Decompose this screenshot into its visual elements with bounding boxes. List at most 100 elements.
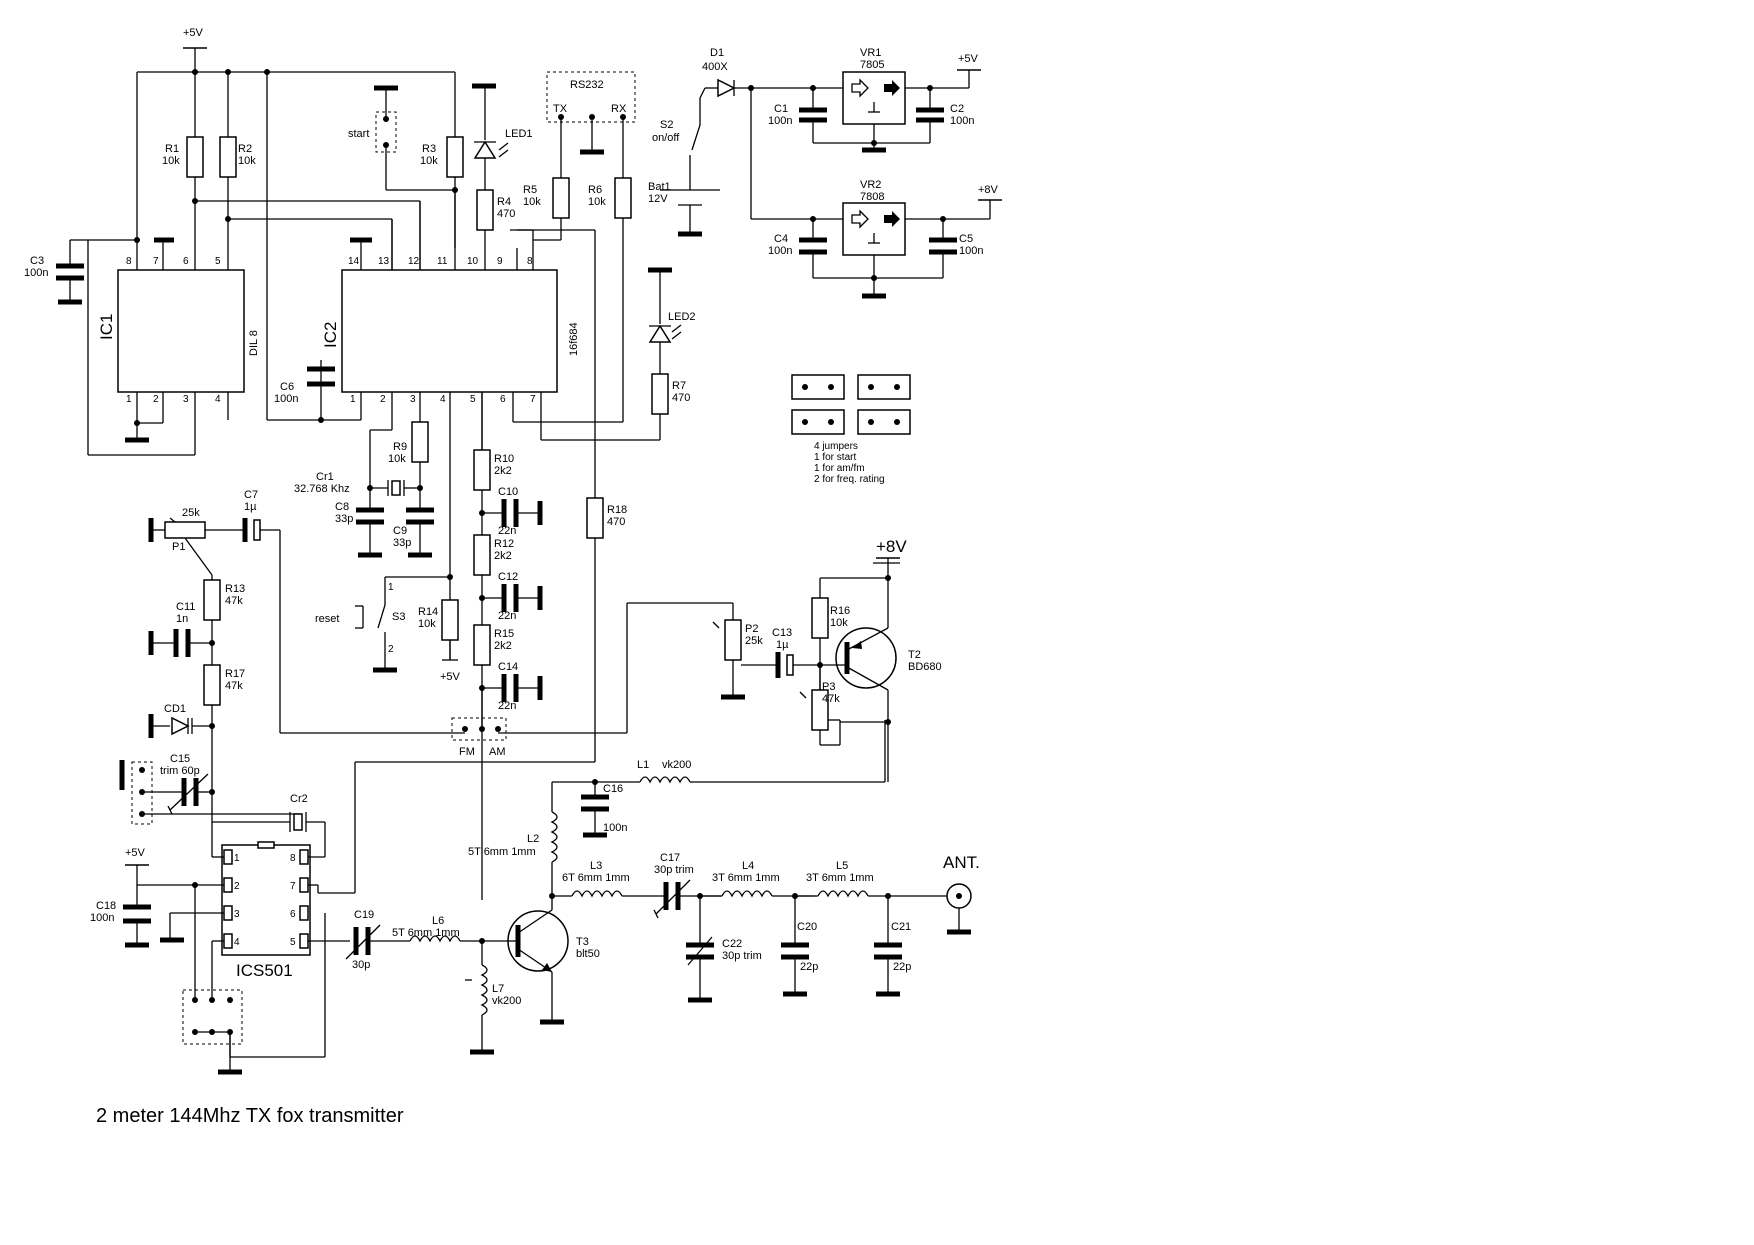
svg-text:C3: C3 bbox=[30, 255, 44, 267]
svg-text:TX: TX bbox=[553, 103, 568, 115]
inductor-l3: L3 6T 6mm 1mm bbox=[552, 860, 664, 898]
svg-text:C17: C17 bbox=[660, 852, 680, 864]
svg-text:R13: R13 bbox=[225, 583, 245, 595]
resistor-r9: R9 10k bbox=[388, 421, 429, 488]
svg-text:R6: R6 bbox=[588, 184, 602, 196]
capacitor-c3: C3 100n bbox=[24, 239, 137, 305]
potentiometer-p3[interactable]: P3 47k bbox=[799, 665, 841, 746]
svg-text:100n: 100n bbox=[90, 912, 114, 924]
svg-text:5: 5 bbox=[290, 937, 296, 948]
svg-text:25k: 25k bbox=[182, 507, 200, 519]
resistor-r13: R13 47k bbox=[203, 575, 245, 665]
reset-switch-s3[interactable]: 1 2 S3 reset bbox=[315, 574, 453, 673]
svg-text:R12: R12 bbox=[494, 538, 514, 550]
svg-text:FM: FM bbox=[459, 746, 475, 758]
svg-text:47k: 47k bbox=[822, 693, 840, 705]
regulator-vr1: VR1 7805 +5V bbox=[813, 47, 981, 153]
svg-text:BD680: BD680 bbox=[908, 661, 942, 673]
svg-text:7: 7 bbox=[290, 881, 296, 892]
start-jumper[interactable]: start bbox=[348, 85, 458, 193]
svg-text:blt50: blt50 bbox=[576, 948, 600, 960]
svg-text:CD1: CD1 bbox=[164, 703, 186, 715]
svg-text:32.768 Khz: 32.768 Khz bbox=[294, 483, 350, 495]
svg-text:8: 8 bbox=[290, 853, 296, 864]
antenna-connector: ANT. bbox=[943, 853, 980, 935]
trimmer-c17[interactable]: C17 30p trim bbox=[653, 852, 722, 919]
svg-text:D1: D1 bbox=[710, 47, 724, 59]
svg-text:33p: 33p bbox=[335, 513, 353, 525]
svg-text:R10: R10 bbox=[494, 453, 514, 465]
svg-text:1: 1 bbox=[234, 853, 240, 864]
svg-text:22n: 22n bbox=[498, 525, 516, 537]
svg-text:LED2: LED2 bbox=[668, 311, 696, 323]
svg-text:1 for am/fm: 1 for am/fm bbox=[814, 463, 865, 474]
svg-text:22n: 22n bbox=[498, 700, 516, 712]
svg-text:30p trim: 30p trim bbox=[654, 864, 694, 876]
svg-text:L3: L3 bbox=[590, 860, 602, 872]
svg-text:+5V: +5V bbox=[440, 671, 461, 683]
svg-text:3T 6mm 1mm: 3T 6mm 1mm bbox=[712, 872, 780, 884]
svg-text:470: 470 bbox=[607, 516, 625, 528]
svg-text:1: 1 bbox=[126, 394, 132, 405]
resistor-r10: R10 2k2 bbox=[473, 392, 514, 491]
svg-text:+8V: +8V bbox=[978, 184, 999, 196]
crystal-cr1: Cr1 32.768 Khz bbox=[294, 471, 423, 496]
trimmer-c15[interactable]: C15 trim 60p bbox=[119, 753, 300, 825]
ics501-pll: ICS501 1 2 3 4 8 7 6 5 bbox=[137, 841, 350, 1057]
rs232-connector[interactable]: RS232 TX RX bbox=[546, 71, 636, 178]
jumper-blocks[interactable] bbox=[791, 374, 911, 435]
svg-text:47k: 47k bbox=[225, 680, 243, 692]
capacitor-c7: C7 1µ bbox=[242, 489, 281, 733]
resistor-r7: R7 470 bbox=[651, 342, 690, 440]
svg-text:R5: R5 bbox=[523, 184, 537, 196]
svg-text:start: start bbox=[348, 128, 369, 140]
svg-text:22p: 22p bbox=[893, 961, 911, 973]
svg-text:6T 6mm 1mm: 6T 6mm 1mm bbox=[562, 872, 630, 884]
resistor-r6: R6 10k bbox=[588, 177, 632, 422]
svg-text:IC1: IC1 bbox=[97, 314, 116, 340]
svg-text:vk200: vk200 bbox=[492, 995, 521, 1007]
svg-text:25k: 25k bbox=[745, 635, 763, 647]
svg-text:100n: 100n bbox=[274, 393, 298, 405]
transistor-t2: T2 BD680 bbox=[835, 578, 942, 782]
svg-text:3: 3 bbox=[183, 394, 189, 405]
svg-text:C8: C8 bbox=[335, 501, 349, 513]
svg-text:2: 2 bbox=[380, 394, 386, 405]
svg-text:100n: 100n bbox=[959, 245, 983, 257]
freq-jumper[interactable] bbox=[182, 989, 325, 1075]
svg-text:C11: C11 bbox=[176, 601, 195, 613]
varicap-cd1: CD1 bbox=[148, 703, 212, 738]
svg-text:16f684: 16f684 bbox=[568, 322, 580, 356]
capacitor-c19: C19 30p bbox=[345, 909, 410, 971]
svg-text:12: 12 bbox=[408, 256, 420, 267]
inductor-l2: L2 5T 6mm 1mm bbox=[468, 782, 558, 899]
svg-text:1 for start: 1 for start bbox=[814, 452, 856, 463]
svg-text:R17: R17 bbox=[225, 668, 245, 680]
svg-text:T3: T3 bbox=[576, 936, 589, 948]
svg-text:Bat1: Bat1 bbox=[648, 181, 671, 193]
potentiometer-p2[interactable]: P2 25k bbox=[712, 603, 776, 700]
svg-text:C10: C10 bbox=[498, 486, 518, 498]
trimmer-c22[interactable]: C22 30p trim bbox=[686, 896, 762, 1003]
svg-text:3: 3 bbox=[234, 909, 240, 920]
svg-text:R3: R3 bbox=[422, 143, 436, 155]
crystal-cr2: Cr2 bbox=[212, 793, 326, 850]
pin2-wiring bbox=[369, 429, 392, 488]
capacitor-c1: C1 100n bbox=[768, 88, 827, 143]
svg-text:100n: 100n bbox=[24, 267, 48, 279]
switch-s2[interactable]: S2 on/off bbox=[652, 98, 701, 190]
svg-text:100n: 100n bbox=[603, 822, 627, 834]
potentiometer-p1[interactable]: 25k P1 bbox=[148, 507, 243, 576]
capacitor-c12: C12 22n bbox=[482, 571, 543, 622]
svg-text:2 for freq. rating: 2 for freq. rating bbox=[814, 474, 885, 485]
svg-text:T2: T2 bbox=[908, 649, 921, 661]
capacitor-c10: C10 22n bbox=[482, 486, 543, 537]
svg-text:11: 11 bbox=[437, 256, 448, 267]
svg-text:5T 6mm 1mm: 5T 6mm 1mm bbox=[392, 927, 460, 939]
fm-am-jumper[interactable]: FM AM bbox=[280, 602, 733, 758]
vcc8-t2: +8V bbox=[819, 537, 907, 598]
svg-text:7: 7 bbox=[530, 394, 536, 405]
svg-text:1: 1 bbox=[350, 394, 356, 405]
svg-text:RS232: RS232 bbox=[570, 79, 604, 91]
